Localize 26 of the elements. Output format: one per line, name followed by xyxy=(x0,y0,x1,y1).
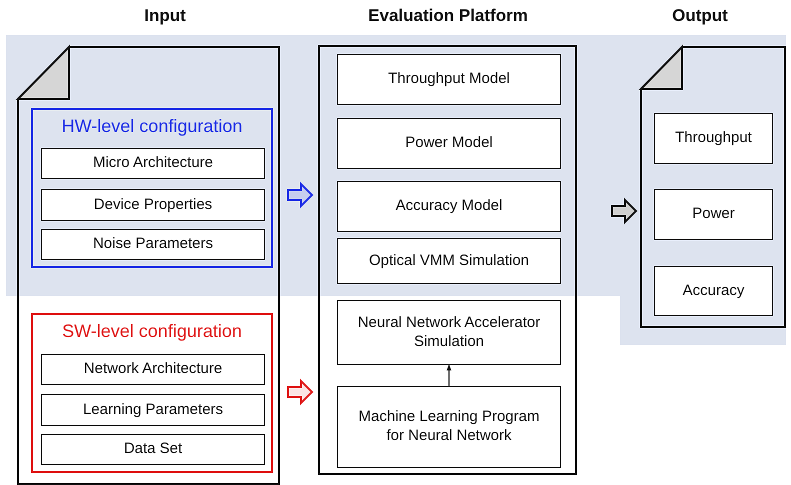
block-arrow xyxy=(611,198,638,224)
text-box: Network Architecture xyxy=(41,354,265,385)
text-box: Neural Network Accelerator Simulation xyxy=(337,300,561,365)
text-box: Noise Parameters xyxy=(41,229,265,260)
group-heading: SW-level configuration xyxy=(61,321,243,342)
text-box: Optical VMM Simulation xyxy=(337,238,561,284)
arrow xyxy=(446,364,452,386)
text-box: Data Set xyxy=(41,434,265,465)
group-heading: HW-level configuration xyxy=(60,116,244,137)
text-box: Accuracy xyxy=(654,266,773,316)
text-box: Accuracy Model xyxy=(337,181,561,232)
config-group-box xyxy=(31,313,273,473)
column-heading: Output xyxy=(672,6,728,26)
block-arrow xyxy=(287,182,314,208)
text-box: Machine Learning Program for Neural Network xyxy=(337,386,561,468)
column-heading: Evaluation Platform xyxy=(368,6,528,26)
text-box: Learning Parameters xyxy=(41,394,265,426)
text-box: Device Properties xyxy=(41,189,265,221)
text-box: Throughput xyxy=(654,113,773,164)
text-box: Power Model xyxy=(337,118,561,169)
text-box: Power xyxy=(654,189,773,240)
text-box: Throughput Model xyxy=(337,54,561,105)
config-group-box xyxy=(31,108,273,268)
column-heading: Input xyxy=(144,6,186,26)
block-arrow xyxy=(287,378,314,406)
text-box: Micro Architecture xyxy=(41,148,265,179)
